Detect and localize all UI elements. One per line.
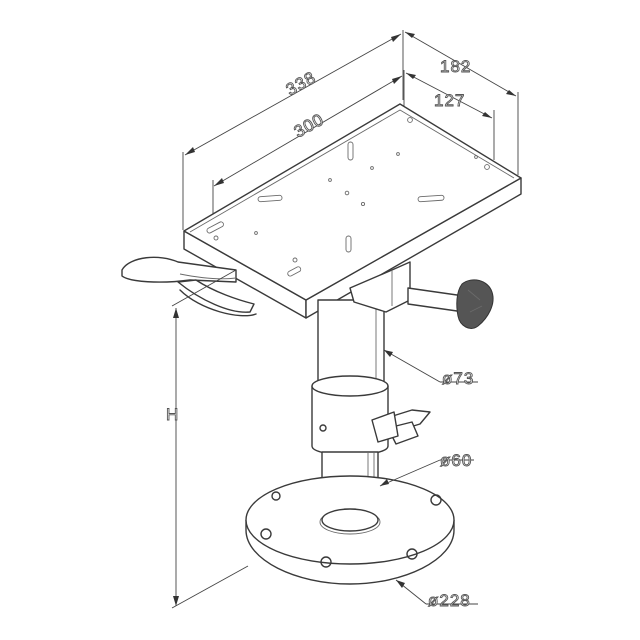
base-plate <box>245 475 455 585</box>
dimension-127 <box>405 72 495 160</box>
dimension-height <box>171 269 249 609</box>
dimension-338 <box>182 30 404 230</box>
swivel-lever <box>121 256 257 317</box>
seat-plate <box>183 103 522 319</box>
mounting-slots <box>206 141 445 277</box>
label-h: H <box>166 405 179 424</box>
label-182: 182 <box>440 57 471 76</box>
label-ø73: ø73 <box>442 369 474 388</box>
label-300: 300 <box>291 110 328 142</box>
mounting-holes <box>213 117 490 263</box>
leader-lines <box>379 349 478 605</box>
dimension-182 <box>404 31 519 175</box>
height-collar <box>311 375 431 456</box>
label-ø60: ø60 <box>440 451 472 470</box>
plate-top-face <box>183 103 522 301</box>
label-ø228: ø228 <box>428 591 471 610</box>
lock-knob <box>407 279 494 329</box>
label-338: 338 <box>283 68 320 100</box>
label-127: 127 <box>434 91 465 110</box>
